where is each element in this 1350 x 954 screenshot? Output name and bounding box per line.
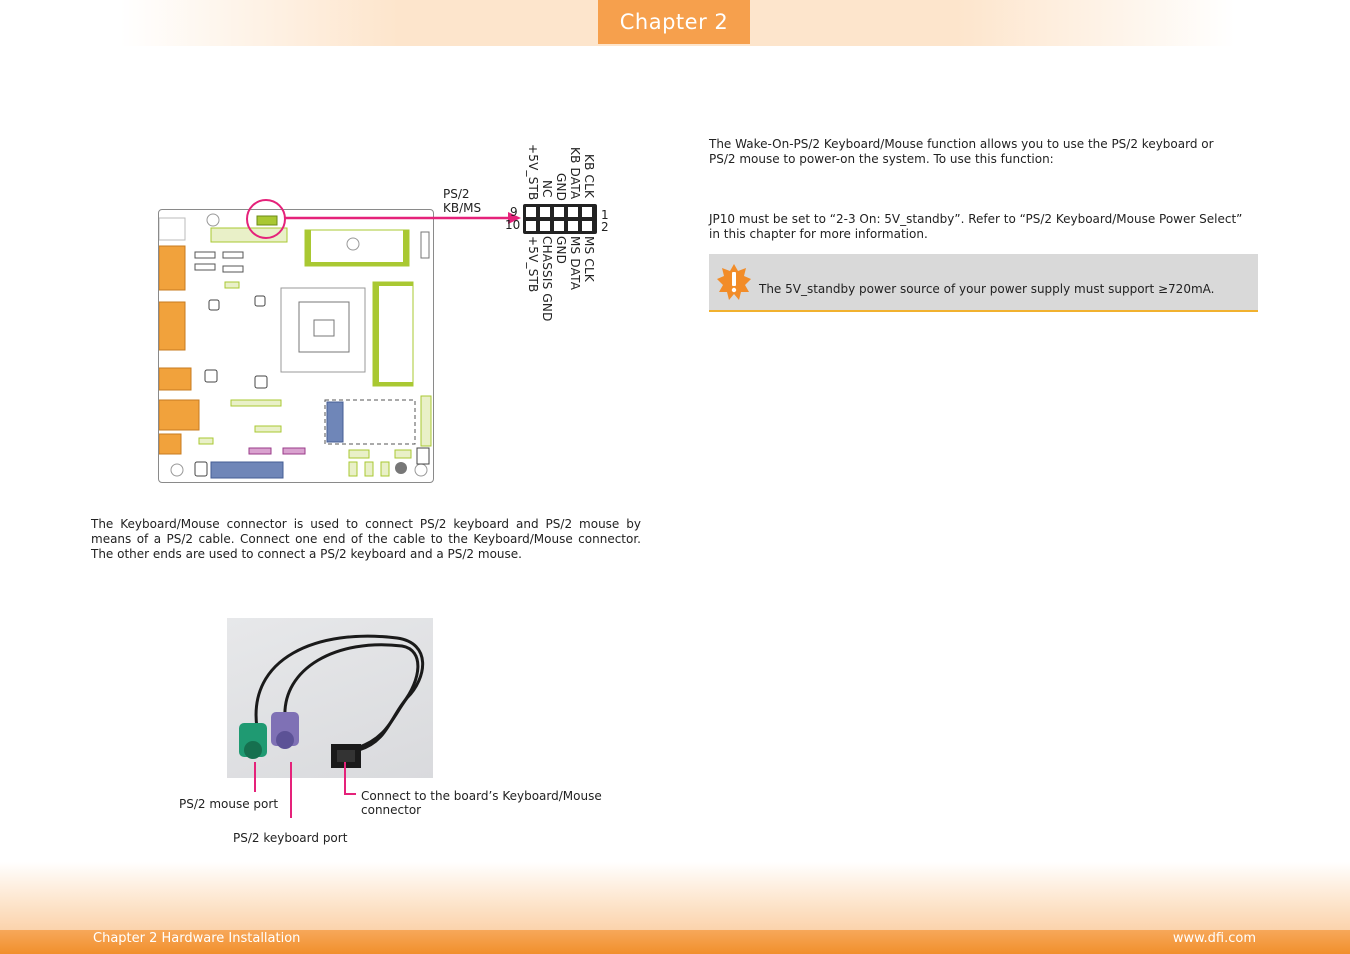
warning-icon (717, 264, 751, 300)
callout-arrow (246, 199, 521, 239)
pin-number-10: 10 (505, 218, 521, 232)
pin-label-nc: NC (540, 180, 554, 198)
motherboard-drawing (158, 213, 432, 479)
pin-label-5v-stb-bottom: +5V_STB (526, 236, 540, 293)
pin-label-kb-clk: KB CLK (582, 154, 596, 199)
wake-on-ps2-paragraph: The Wake-On-PS/2 Keyboard/Mouse function… (709, 137, 1214, 166)
board-connector-caption-line1: Connect to the board’s Keyboard/Mouse (361, 789, 602, 803)
jp10-line2: in this chapter for more information. (709, 227, 928, 241)
jp10-line1: JP10 must be set to “2-3 On: 5V_standby”… (709, 212, 1243, 226)
pin-number-2: 2 (601, 220, 609, 234)
pin-number-1: 1 (601, 208, 609, 222)
pin-number-9: 9 (510, 205, 518, 219)
pin-label-5v-stb-top: +5V_STB (526, 144, 540, 201)
chapter-tab: Chapter 2 (598, 0, 750, 44)
note-box: The 5V_standby power source of your powe… (709, 254, 1258, 312)
motherboard-diagram (158, 209, 434, 483)
pin-label-gnd-top: GND (554, 173, 568, 202)
connector-label: PS/2 KB/MS (443, 187, 481, 215)
footer-bar (0, 930, 1350, 954)
board-connector-caption-line2: connector (361, 803, 422, 817)
board-connector-caption: Connect to the board’s Keyboard/Mouse co… (361, 789, 602, 817)
mouse-port-caption: PS/2 mouse port (179, 797, 279, 811)
footer-website-link[interactable]: www.dfi.com (1172, 931, 1256, 946)
jp10-paragraph: JP10 must be set to “2-3 On: 5V_standby”… (709, 212, 1249, 242)
pin-label-gnd-bottom: GND (554, 236, 568, 265)
pin-label-kb-data: KB DATA (568, 147, 582, 200)
connector-label-line2: KB/MS (443, 201, 482, 215)
connector-label-line1: PS/2 (443, 187, 470, 201)
caption-leader-lines (254, 762, 356, 818)
pin-label-ms-clk: MS CLK (582, 236, 596, 282)
cable-drawing (239, 634, 425, 768)
ps2-cable-photo (227, 618, 433, 778)
pin-header-drawing (523, 204, 597, 234)
pin-label-ms-data: MS DATA (568, 236, 582, 291)
footer-band (0, 862, 1350, 930)
note-text: The 5V_standby power source of your powe… (759, 282, 1215, 296)
keyboard-port-caption: PS/2 keyboard port (233, 831, 348, 845)
pin-label-chassis-gnd: CHASSIS GND (540, 236, 554, 322)
connector-description: The Keyboard/Mouse connector is used to … (91, 517, 641, 561)
footer-section-title: Chapter 2 Hardware Installation (93, 931, 301, 946)
pin-header (523, 204, 597, 238)
